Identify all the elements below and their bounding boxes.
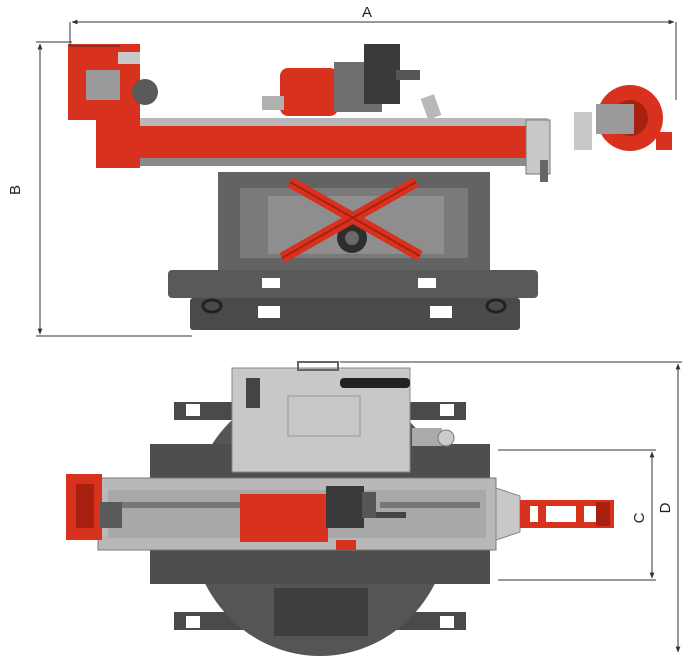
dimension-c: C [498, 449, 656, 581]
scissor-lift [279, 177, 423, 263]
rear-gearbox-top [66, 474, 122, 540]
front-clamp-top [520, 500, 614, 528]
side-view [68, 44, 672, 330]
rotary-head [262, 44, 420, 116]
mast [120, 118, 551, 182]
dimension-d: D [340, 361, 682, 653]
crawler-tracks [168, 270, 538, 330]
dimension-b: B [7, 41, 192, 337]
dimension-c-label: C [631, 512, 648, 523]
dimension-b-label: B [7, 185, 24, 195]
rear-gearbox [68, 44, 158, 168]
dimension-d-label: D [657, 502, 674, 513]
dimension-a: A [69, 4, 677, 100]
rotary-head-top [240, 486, 406, 550]
top-view [66, 361, 614, 656]
front-clamp [420, 85, 672, 151]
engine-cover [231, 361, 455, 473]
dimension-a-label: A [362, 4, 372, 21]
